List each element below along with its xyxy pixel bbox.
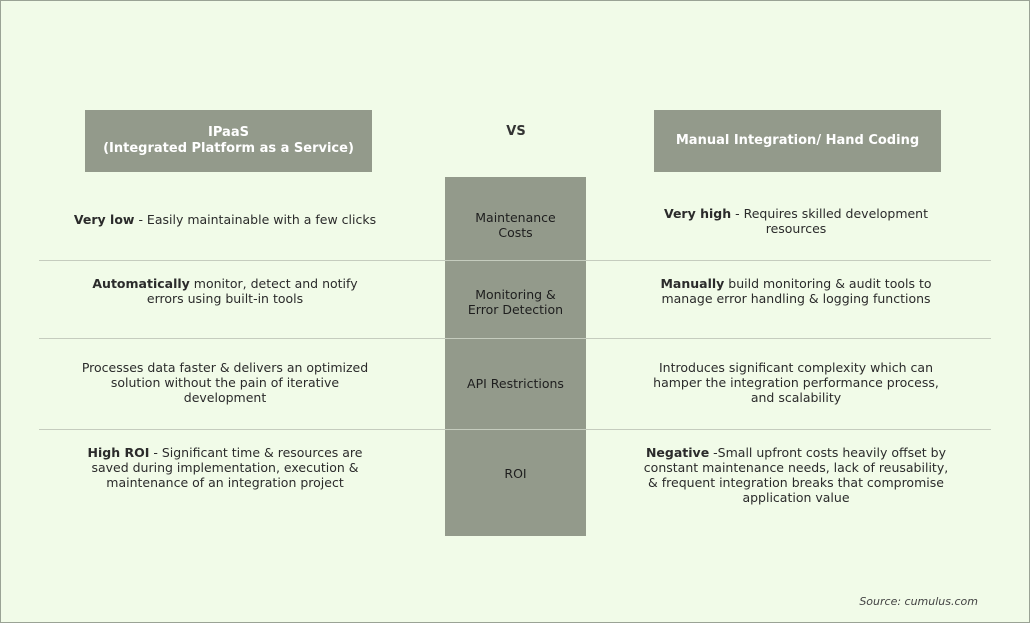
row-1-ipaas-bold: Very low xyxy=(73,212,135,227)
row-1-ipaas-text: - Easily maintainable with a few clicks xyxy=(134,212,377,227)
row-3-manual-text: Introduces significant complexity which … xyxy=(653,359,939,405)
row-4-criterion: ROI xyxy=(445,458,586,488)
row-1-manual-bold: Very high xyxy=(663,205,732,221)
row-2-ipaas-cell: Automatically monitor, detect and notify… xyxy=(70,268,380,313)
row-2-criterion: Monitoring & Error Detection xyxy=(445,279,586,324)
row-divider xyxy=(39,338,991,339)
row-2-ipaas-text: monitor, detect and notify errors using … xyxy=(146,275,358,306)
row-2-criterion-line2: Error Detection xyxy=(467,301,564,317)
row-4-ipaas-text: - Significant time & resources are saved… xyxy=(91,444,363,490)
row-3-ipaas-text: Processes data faster & delivers an opti… xyxy=(81,359,369,405)
ipaas-header-subtitle: (Integrated Platform as a Service) xyxy=(103,141,354,156)
row-2-manual-text: build monitoring & audit tools to manage… xyxy=(661,275,932,306)
vs-label: VS xyxy=(506,124,526,139)
row-2-manual-cell: Manually build monitoring & audit tools … xyxy=(640,268,952,313)
manual-integration-header: Manual Integration/ Hand Coding xyxy=(654,110,941,172)
row-1-criterion: Maintenance Costs xyxy=(445,202,586,247)
ipaas-header: IPaaS (Integrated Platform as a Service) xyxy=(85,110,372,172)
row-1-criterion-line2: Costs xyxy=(498,224,533,240)
row-4-manual-cell: Negative -Small upfront costs heavily of… xyxy=(640,437,952,512)
row-1-manual-text: - Requires skilled development resources xyxy=(731,205,929,236)
row-divider xyxy=(39,260,991,261)
row-2-manual-bold: Manually xyxy=(660,275,725,291)
row-1-manual-cell: Very high - Requires skilled development… xyxy=(640,198,952,243)
row-divider xyxy=(39,429,991,430)
row-3-criterion: API Restrictions xyxy=(445,368,586,398)
row-1-ipaas-cell: Very low - Easily maintainable with a fe… xyxy=(70,197,380,242)
row-3-criterion-line1: API Restrictions xyxy=(467,375,564,391)
row-3-manual-cell: Introduces significant complexity which … xyxy=(640,352,952,412)
manual-integration-header-title: Manual Integration/ Hand Coding xyxy=(675,133,920,148)
row-3-ipaas-cell: Processes data faster & delivers an opti… xyxy=(70,352,380,412)
row-1-criterion-line1: Maintenance xyxy=(475,209,556,225)
row-4-manual-bold: Negative xyxy=(645,444,710,460)
criteria-column xyxy=(445,177,586,536)
row-4-criterion-line1: ROI xyxy=(504,465,527,481)
source-caption: Source: cumulus.com xyxy=(859,595,978,608)
row-4-manual-text: -Small upfront costs heavily offset by c… xyxy=(643,444,949,505)
row-4-ipaas-cell: High ROI - Significant time & resources … xyxy=(70,437,380,497)
row-2-criterion-line1: Monitoring & xyxy=(475,286,556,302)
row-4-ipaas-bold: High ROI xyxy=(87,444,150,460)
ipaas-header-title: IPaaS xyxy=(208,125,249,140)
row-2-ipaas-bold: Automatically xyxy=(92,275,190,291)
